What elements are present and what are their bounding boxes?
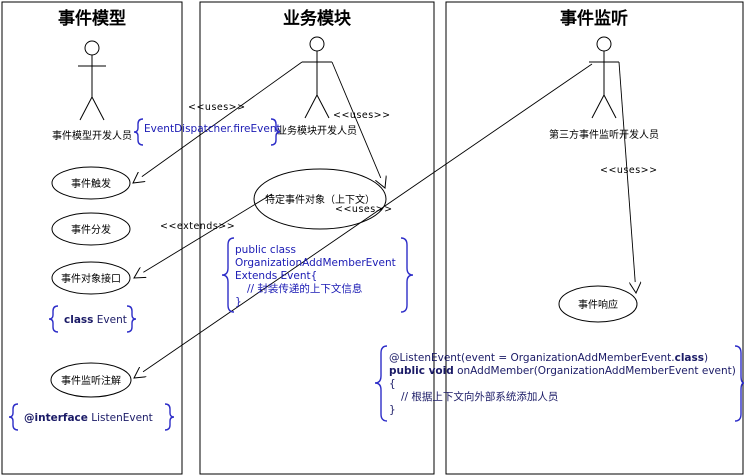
note-fire-event: EventDispatcher.fireEvent <box>133 118 281 146</box>
stereo-uses-3: <<uses>> <box>335 204 393 215</box>
note-org-event-line3: Extends Event{ <box>235 270 317 282</box>
note-listener-code-line1-kw: class <box>675 352 704 364</box>
note-listener-code-line2: public void onAddMember(OrganizationAddM… <box>389 365 736 377</box>
actor-model-dev-label: 事件模型开发人员 <box>52 129 132 142</box>
note-org-event-line1: public class <box>235 244 296 256</box>
usecase-trigger: 事件触发 <box>51 166 131 200</box>
actor-third-party-dev-label: 第三方事件监听开发人员 <box>549 128 659 141</box>
assoc-uses-business-context <box>331 61 385 188</box>
stereo-extends: <<extends>> <box>160 221 235 232</box>
note-listener-code-line3: { <box>389 378 396 390</box>
note-listener-code-line2-b: onAddMember(OrganizationAddMemberEvent e… <box>454 365 736 377</box>
note-listener-code-line1-b: ) <box>704 352 708 364</box>
assoc-uses-business-trigger <box>133 61 303 183</box>
note-listener-code-line2-kw: public void <box>389 365 454 377</box>
note-listener-code-line5: } <box>389 404 396 416</box>
note-listen-event-keyword: @interface <box>24 412 88 424</box>
usecase-dispatch-label: 事件分发 <box>71 223 111 236</box>
note-listen-event-name: ListenEvent <box>91 412 153 424</box>
note-listen-event: @interface ListenEvent <box>8 403 175 431</box>
note-class-event-text: class Event <box>64 314 127 326</box>
note-listener-code-line1: @ListenEvent(event = OrganizationAddMemb… <box>389 352 708 364</box>
note-listener-code-line1-a: @ListenEvent(event = OrganizationAddMemb… <box>389 352 675 364</box>
lane-event-listener <box>445 1 744 475</box>
stereo-uses-2: <<uses>> <box>333 110 391 121</box>
note-org-event: public class OrganizationAddMemberEvent … <box>221 237 414 313</box>
usecase-listener-annotation: 事件监听注解 <box>50 362 132 398</box>
stereo-uses-1: <<uses>> <box>188 102 246 113</box>
note-listener-code-line4: // 根据上下文向外部系统添加人员 <box>401 390 558 403</box>
assoc-extends-context-interface <box>134 193 273 278</box>
stereo-uses-4: <<uses>> <box>600 165 658 176</box>
usecase-context-object: 特定事件对象（上下文） <box>253 168 387 230</box>
actor-third-party-dev-icon <box>589 36 619 119</box>
usecase-dispatch: 事件分发 <box>51 212 131 246</box>
usecase-context-object-label: 特定事件对象（上下文） <box>265 193 375 206</box>
actor-model-dev-icon <box>78 40 106 121</box>
usecase-response: 事件响应 <box>558 285 638 323</box>
usecase-listener-annotation-label: 事件监听注解 <box>61 374 121 387</box>
note-class-event-name: Event <box>97 314 127 326</box>
note-org-event-line5: } <box>235 296 242 308</box>
lane-title-event-listener: 事件监听 <box>560 8 628 29</box>
assoc-uses-third-party-response <box>618 61 636 293</box>
note-org-event-line4: // 封装传递的上下文信息 <box>247 282 362 295</box>
usecase-response-label: 事件响应 <box>578 298 618 311</box>
note-listen-event-text: @interface ListenEvent <box>24 412 153 424</box>
note-listener-code: @ListenEvent(event = OrganizationAddMemb… <box>374 345 745 422</box>
actor-business-dev-label: 业务模块开发人员 <box>277 124 357 137</box>
note-class-event-keyword: class <box>64 314 93 326</box>
assoc-third-party-annotation <box>134 63 593 378</box>
lane-title-business-module: 业务模块 <box>283 8 352 29</box>
usecase-object-interface: 事件对象接口 <box>51 261 131 295</box>
note-org-event-line2: OrganizationAddMemberEvent <box>235 257 396 269</box>
actor-business-dev-icon <box>302 36 332 119</box>
note-class-event: class Event <box>48 305 137 333</box>
usecase-object-interface-label: 事件对象接口 <box>61 272 121 285</box>
usecase-trigger-label: 事件触发 <box>71 177 111 190</box>
lane-title-event-model: 事件模型 <box>58 8 126 29</box>
note-fire-event-text: EventDispatcher.fireEvent <box>144 123 281 135</box>
